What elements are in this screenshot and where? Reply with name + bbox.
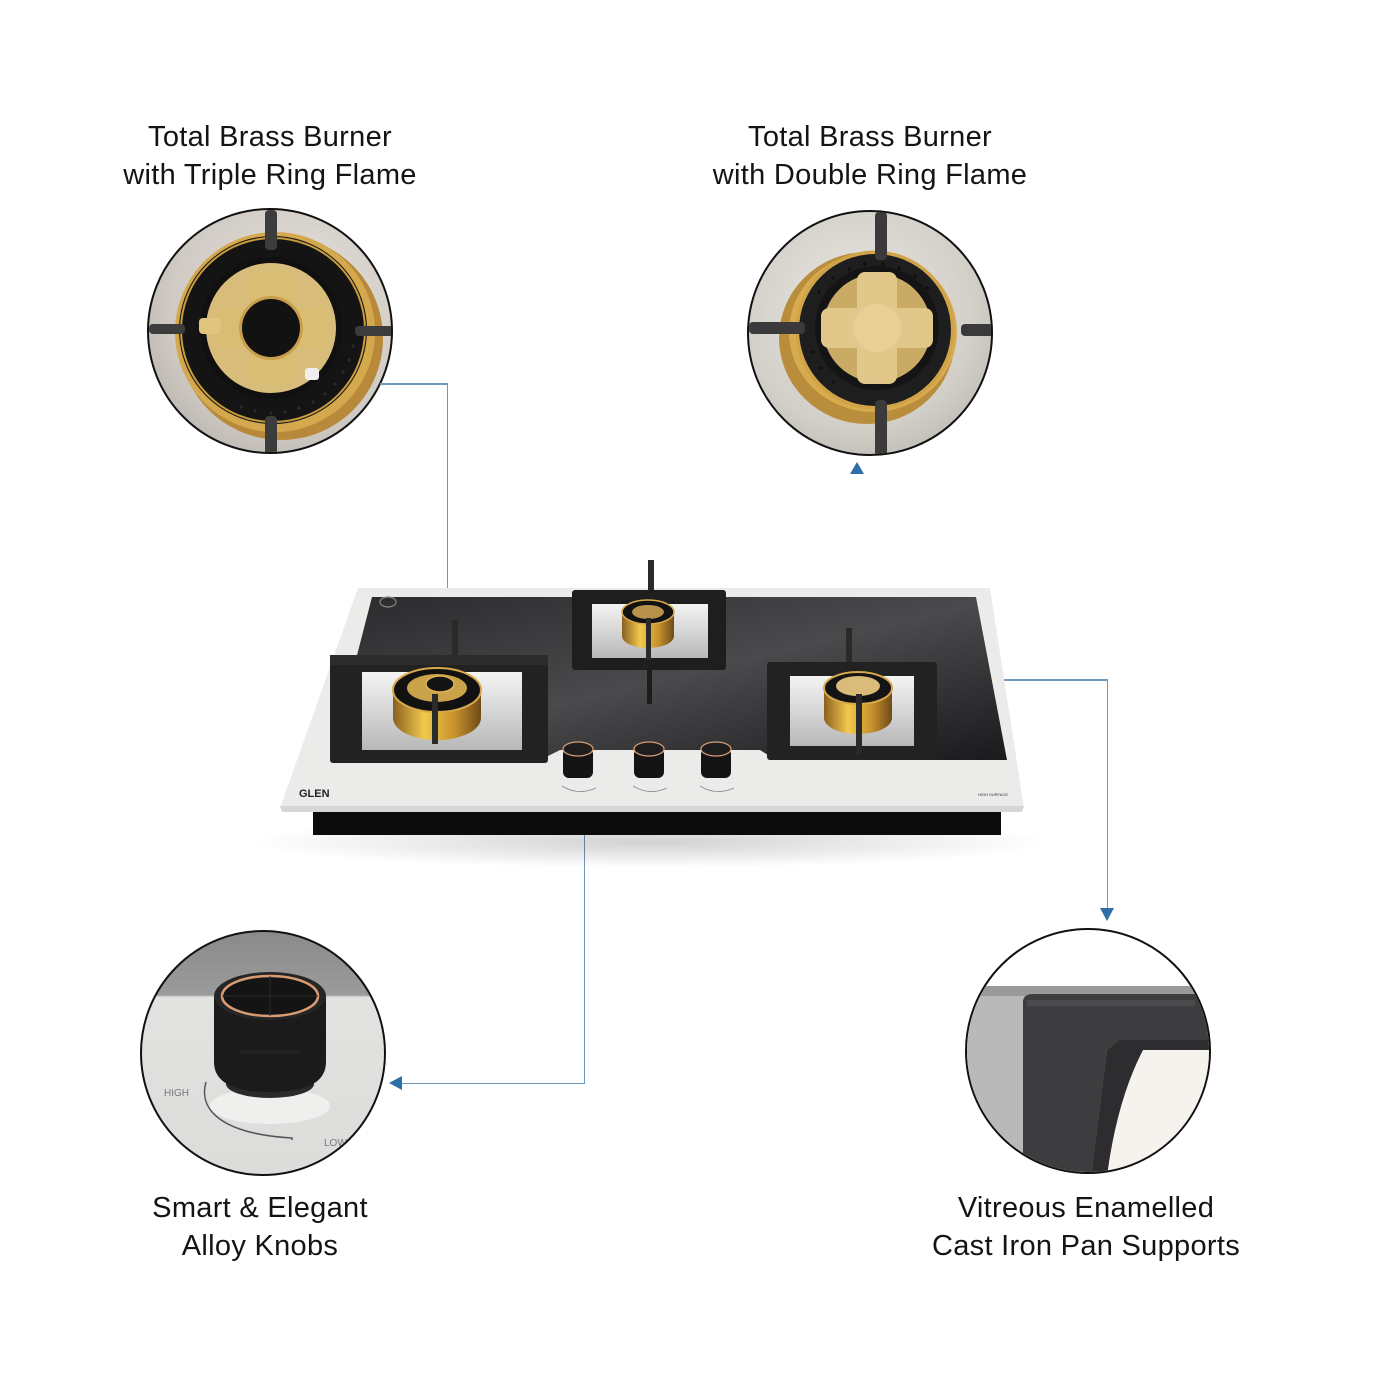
pan-support-detail-image [965,928,1211,1174]
caption-line: Total Brass Burner [148,121,392,153]
knob-icon: HIGH LOW [164,972,347,1149]
pan-support-icon [967,986,1209,1172]
badge-text: HIGH SURFACE [978,792,1008,797]
caption-line: Alloy Knobs [181,1230,339,1262]
double-burner-detail-image [747,210,993,456]
knob-detail-image: HIGH LOW [140,930,386,1176]
center-burner [572,560,726,704]
caption-line: Cast Iron Pan Supports [931,1230,1241,1262]
caption-pan-supports: Vitreous Enamelled Cast Iron Pan Support… [900,1189,1272,1265]
connector-line-pan-supports [930,679,1108,681]
caption-alloy-knobs: Smart & Elegant Alloy Knobs [100,1189,420,1265]
caption-line: Vitreous Enamelled [957,1192,1215,1224]
dial-low-label: LOW [324,1138,347,1149]
connector-line-knobs [400,1082,585,1084]
arrow-left-icon [389,1076,402,1090]
knob-3 [699,741,735,792]
connector-line-triple-burner [380,383,448,385]
caption-line: Smart & Elegant [152,1192,368,1224]
caption-line: with Double Ring Flame [712,159,1028,191]
dial-high-label: HIGH [164,1088,189,1099]
arrow-up-icon [850,462,864,474]
left-burner-triple-ring [330,620,548,763]
caption-double-ring-burner: Total Brass Burner with Double Ring Flam… [680,118,1060,194]
arrow-down-icon [1100,908,1114,921]
double-burner-icon [749,212,991,454]
connector-line-pan-supports [1106,679,1108,909]
triple-burner-icon [149,210,391,452]
connector-line-triple-burner [446,383,448,683]
certification-mark-icon [379,596,397,608]
caption-triple-ring-burner: Total Brass Burner with Triple Ring Flam… [90,118,450,194]
brand-logo: GLEN [299,788,330,800]
right-burner-double-ring [767,628,937,760]
control-knobs [561,741,735,792]
knob-1 [561,741,597,792]
caption-line: Total Brass Burner [748,121,992,153]
connector-line-knobs [583,775,585,1084]
caption-line: with Triple Ring Flame [123,159,417,191]
triple-burner-detail-image [147,208,393,454]
knob-2 [632,741,668,792]
